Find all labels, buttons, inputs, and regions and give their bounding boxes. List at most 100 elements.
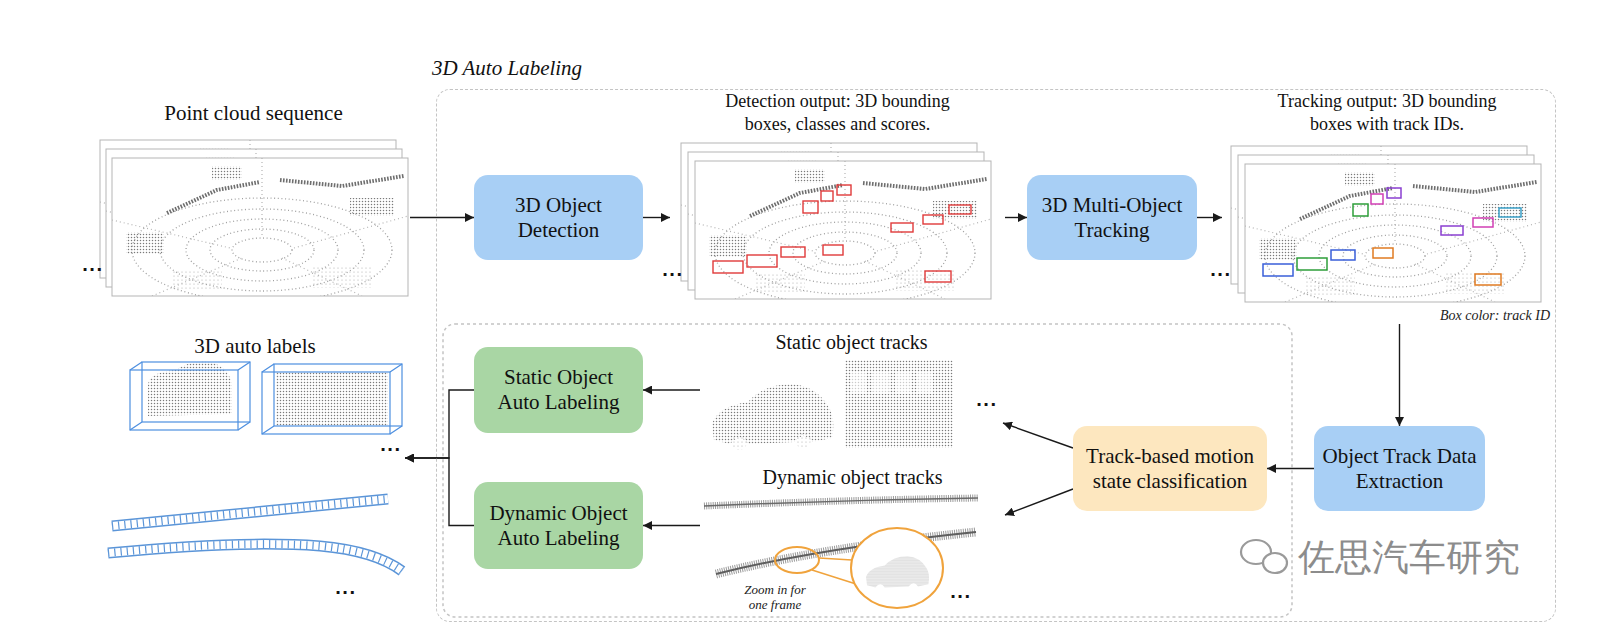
detection-stack [695,161,991,305]
tracking-boxes [1263,264,1293,276]
box-label: Object Track Data Extraction [1322,444,1477,494]
wechat-icon [1263,553,1287,573]
tracking-stack [1245,164,1541,308]
process-box: Static Object Auto Labeling [474,347,643,433]
tracking-boxes [1373,248,1393,258]
dynamic-track-streaks [866,556,929,587]
static-track-car [712,384,833,450]
auto-label-bands [108,544,402,571]
detection-boxes [747,255,777,267]
dynamic-track-streaks [775,547,819,573]
panel-caption: Dynamic object tracks [700,465,1005,490]
ellipsis: ... [1210,262,1231,280]
ellipsis: ... [335,580,356,598]
panel-caption: Static object tracks [700,330,1003,355]
auto-label-bands [112,499,388,526]
tracking-boxes [1475,274,1501,285]
image-panel: Detection output: 3D bounding boxes, cla… [670,90,1005,302]
static-track-bus [845,360,953,448]
auto-label-bands [108,544,402,571]
tracking-boxes [1441,226,1463,235]
static-track-bus [851,372,867,394]
auto-label-boxes [262,372,390,434]
tracking-boxes [1473,218,1493,227]
detection-boxes [713,185,971,282]
detection-boxes [713,261,743,273]
panel-caption: Tracking output: 3D bounding boxes with … [1222,90,1552,136]
region-title: 3D Auto Labeling [432,55,582,81]
detection-boxes [925,271,951,282]
tracking-boxes [1499,208,1521,217]
flow-arrow [405,390,474,458]
dynamic-track-streaks [704,498,978,506]
process-box: 3D Multi-Object Tracking [1027,175,1197,260]
box-label: Static Object Auto Labeling [482,365,635,415]
flow-arrow [1003,423,1073,448]
tracking-boxes [1387,188,1401,198]
box-label: Dynamic Object Auto Labeling [482,501,635,551]
ellipsis: ... [950,584,971,602]
tracking-boxes [1297,258,1327,270]
detection-boxes [823,245,843,255]
image-panel: Point cloud sequence [97,100,410,297]
auto-label-boxes [262,364,402,434]
static-track-car [795,432,811,448]
flow-arrow [1197,217,1222,218]
wechat-icon [1241,540,1287,573]
detection-stack [681,143,991,305]
process-box: Object Track Data Extraction [1314,426,1485,511]
process-box: Dynamic Object Auto Labeling [474,482,643,569]
dynamic-track-streaks [812,558,856,584]
flow-arrow [643,525,700,526]
auto-label-boxes [130,370,238,430]
static-track-bus [845,360,953,448]
note: Box color: track ID [1440,307,1550,324]
static-track-bus [917,372,933,394]
flow-arrow [405,458,474,526]
point-cloud-stack [112,158,408,302]
static-track-bus [873,372,889,394]
detection-boxes [803,201,818,213]
tracking-stack [1231,146,1541,308]
ellipsis: ... [662,262,683,280]
auto-label-boxes [274,364,402,426]
detection-boxes [781,247,805,257]
auto-label-boxes [130,362,402,434]
ellipsis: ... [976,392,997,410]
flow-arrow [410,217,474,218]
zoom-note: Zoom in for one frame [735,582,815,612]
image-panel: Static object tracks [700,330,1003,458]
static-track-bus [895,372,911,394]
auto-label-boxes [130,362,250,430]
flow-arrow [1005,489,1073,515]
flow-arrow [1399,324,1400,426]
detection-boxes [891,223,913,232]
detection-boxes [821,191,833,201]
flow-arrow [1267,468,1314,469]
tracking-boxes [1371,194,1383,204]
flow-arrow [643,389,700,390]
inner-dashed-region [443,324,1292,617]
watermark: 佐思汽车研究 [1298,536,1520,580]
tracking-boxes [1263,188,1521,285]
process-box: 3D Object Detection [474,175,643,260]
image-panel: Tracking output: 3D bounding boxes with … [1222,90,1552,324]
auto-label-boxes [142,362,250,422]
detection-boxes [923,215,943,224]
auto-label-bands [108,499,402,571]
panel-caption: Detection output: 3D bounding boxes, cla… [670,90,1005,136]
detection-boxes [949,205,971,214]
box-label: 3D Object Detection [482,193,635,243]
flow-arrow [1005,217,1027,218]
static-track-car [712,384,833,444]
auto-label-boxes [276,372,388,426]
box-label: 3D Multi-Object Tracking [1035,193,1189,243]
ellipsis: ... [380,437,401,455]
static-track-car [731,434,747,450]
dynamic-track-streaks [704,498,978,506]
panel-caption: 3D auto labels [105,333,405,359]
classifier-box: Track-based motion state classification [1073,426,1267,511]
ellipsis: ... [82,257,103,275]
